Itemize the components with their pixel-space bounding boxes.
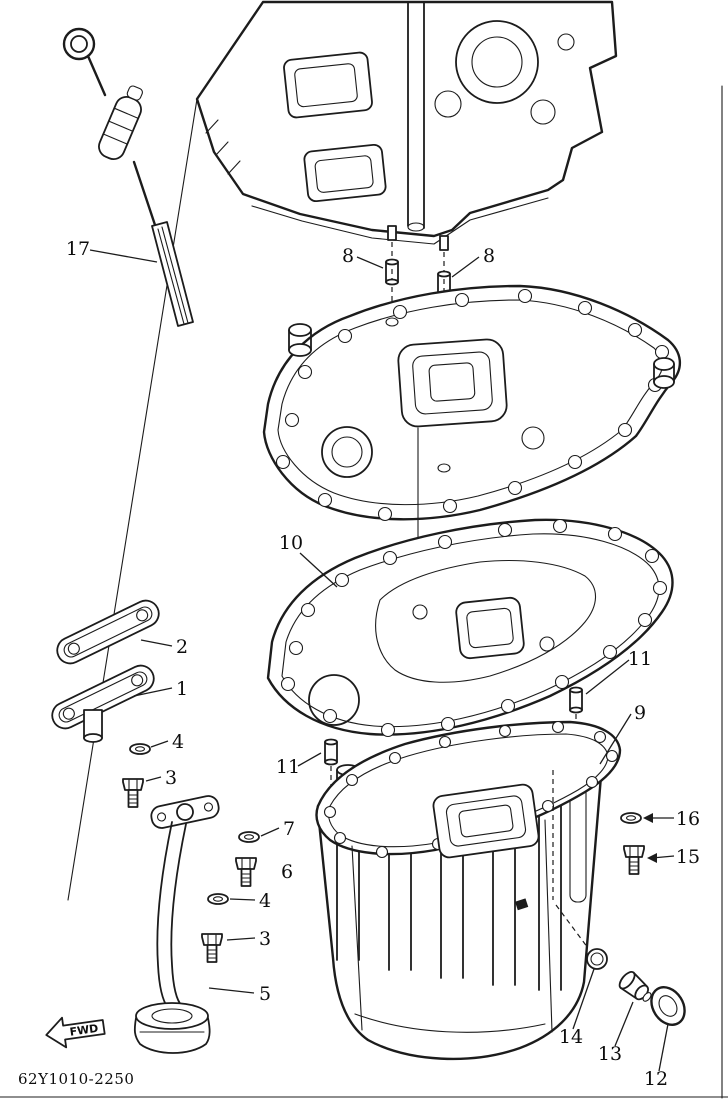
- engine-block: [195, 0, 618, 251]
- fwd-arrow: FWD: [45, 1016, 106, 1049]
- fwd-label: FWD: [69, 1022, 99, 1039]
- plug-cap-12: [650, 986, 686, 1026]
- callout-12: 12: [644, 1068, 668, 1090]
- diagram-code: 62Y1010-2250: [18, 1070, 134, 1088]
- callout-5: 5: [259, 983, 271, 1005]
- bolt-holes: [280, 518, 668, 738]
- o-ring-14: [586, 948, 608, 970]
- callout-11-right: 11: [628, 648, 652, 670]
- callout-15: 15: [676, 846, 700, 868]
- bolt-6: [235, 857, 257, 887]
- callout-6: 6: [281, 861, 293, 883]
- washer-7: [238, 831, 260, 843]
- bolt-15: [623, 845, 645, 875]
- callout-9: 9: [634, 702, 646, 724]
- bolt-holes: [275, 288, 670, 522]
- washer-16: [620, 812, 642, 824]
- gasket: [266, 518, 674, 738]
- callout-11-left: 11: [276, 756, 300, 778]
- dowel-pin-11-right: [569, 686, 583, 714]
- callout-8-right: 8: [483, 245, 495, 267]
- dowel-pin-11-left: [324, 738, 338, 766]
- bolt-3-upper: [122, 778, 144, 808]
- callout-14: 14: [559, 1026, 583, 1048]
- washer-4-upper: [129, 743, 151, 755]
- callout-13: 13: [598, 1043, 622, 1065]
- callout-2: 2: [176, 636, 188, 658]
- cover-plate-2: [56, 599, 160, 665]
- callout-1: 1: [176, 678, 188, 700]
- callout-8-left: 8: [342, 245, 354, 267]
- oil-strainer: [133, 795, 220, 1054]
- bolt-3-lower: [201, 933, 223, 963]
- callout-17: 17: [66, 238, 90, 260]
- callout-3-upper: 3: [165, 767, 177, 789]
- page-frame: [0, 85, 728, 1099]
- mount-boss: [653, 357, 675, 389]
- callout-4-lower: 4: [259, 890, 271, 912]
- cover-plate-1: [51, 664, 155, 743]
- oil-pan-body: [315, 720, 622, 1061]
- callout-10: 10: [279, 532, 303, 554]
- leader-lines: [89, 249, 675, 1072]
- bolt-holes: [323, 720, 619, 859]
- mount-boss: [288, 323, 312, 357]
- callout-7: 7: [283, 818, 295, 840]
- exhaust-guide-plate: [262, 284, 681, 522]
- dipstick: [62, 27, 194, 327]
- cutaway-line: [67, 98, 198, 901]
- drain-plug-13: [618, 971, 652, 1002]
- drain-port: [515, 898, 529, 911]
- callout-4-upper: 4: [172, 731, 184, 753]
- washer-4-lower: [207, 893, 229, 905]
- callout-16: 16: [676, 808, 700, 830]
- callouts: 17 8 8 10 2 1 11 9 4 3 11 16 15 7 6 4 3 …: [66, 238, 700, 1090]
- callout-3-lower: 3: [259, 928, 271, 950]
